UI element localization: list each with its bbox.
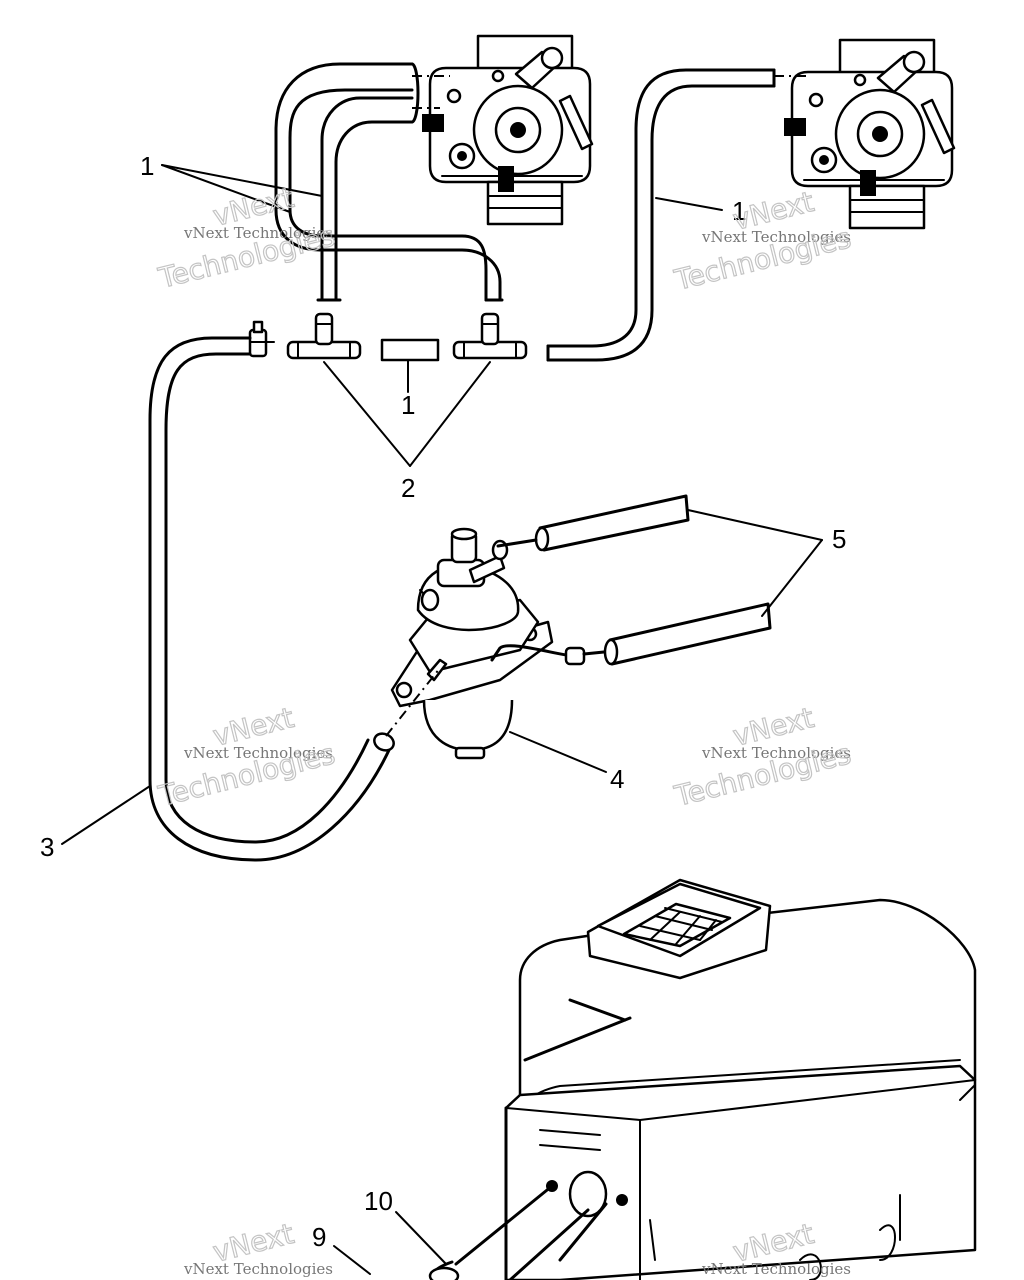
callout-1-left: 1 [140,151,154,181]
left-carburetor [420,34,594,226]
short-hose [380,338,440,362]
svg-text:vNext Technologies: vNext Technologies [183,224,333,242]
callout-2: 2 [401,473,415,503]
tee-fittings [286,312,528,362]
fuel-pump [390,527,606,760]
watermark-top-left: vNext vNext Technologies Technologies [154,180,339,295]
watermark-mid-right: vNext vNext Technologies Technologies [670,700,855,813]
pump-hoses [496,494,772,666]
vent-hoses [274,62,776,362]
svg-text:vNext Technologies: vNext Technologies [701,744,851,762]
watermark-mid-left: vNext vNext Technologies Technologies [154,700,339,813]
svg-text:vNext Technologies: vNext Technologies [183,744,333,762]
callout-3: 3 [40,832,54,862]
watermark-bottom-left: vNext vNext Technologies [183,1216,333,1278]
fuel-tank [428,878,977,1280]
svg-text:vNext Technologies: vNext Technologies [701,1260,851,1278]
callout-1-middle: 1 [401,390,415,420]
callout-1-right: 1 [732,196,746,226]
svg-text:vNext Technologies: vNext Technologies [701,228,851,246]
callout-9: 9 [312,1222,326,1252]
hose-connector [248,320,275,358]
watermark-top-right: vNext vNext Technologies Technologies [670,184,855,297]
callout-4: 4 [610,764,624,794]
leader-lines [61,164,823,1275]
callout-5: 5 [832,524,846,554]
callout-10: 10 [364,1186,393,1216]
svg-text:vNext Technologies: vNext Technologies [183,1260,333,1278]
